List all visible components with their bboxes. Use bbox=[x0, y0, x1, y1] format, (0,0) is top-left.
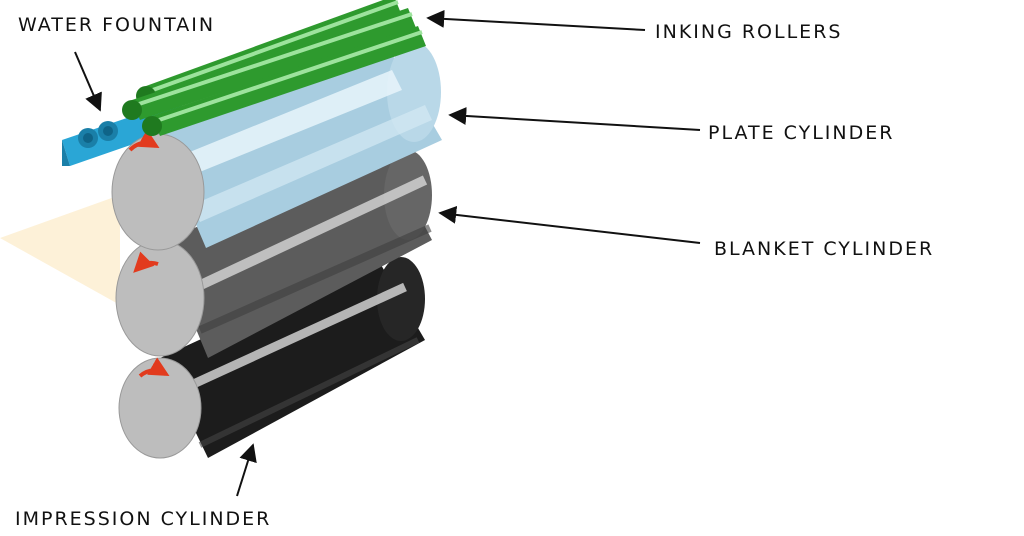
blanket-cylinder bbox=[115, 150, 432, 358]
blanket-cylinder-arrow bbox=[438, 205, 701, 244]
plate-cylinder-face bbox=[111, 133, 205, 251]
rotation-arrow-icon bbox=[138, 357, 170, 378]
inking-rollers-arrow bbox=[426, 9, 646, 31]
plate-cylinder-arrow bbox=[448, 106, 701, 131]
inking-rollers bbox=[122, 0, 426, 136]
impression-cylinder-label: IMPRESSION CYLINDER bbox=[15, 508, 271, 530]
blanket-cylinder-face bbox=[115, 239, 205, 357]
rotation-arrow-icon bbox=[128, 129, 160, 152]
blanket-cylinder-label: BLANKET CYLINDER bbox=[714, 238, 934, 260]
inking-roller bbox=[122, 8, 416, 120]
plate-cylinder-label: PLATE CYLINDER bbox=[708, 122, 894, 144]
water-fountain-label: WATER FOUNTAIN bbox=[18, 14, 215, 36]
rotation-arrow-icon bbox=[133, 251, 159, 273]
inking-roller bbox=[142, 26, 426, 136]
impression-cylinder bbox=[118, 257, 425, 459]
paper-sheet bbox=[0, 195, 120, 305]
inking-rollers-label: INKING ROLLERS bbox=[655, 21, 842, 43]
water-fountain-arrow bbox=[74, 51, 102, 112]
plate-cylinder bbox=[111, 42, 442, 251]
impression-cylinder-arrow bbox=[236, 443, 257, 497]
